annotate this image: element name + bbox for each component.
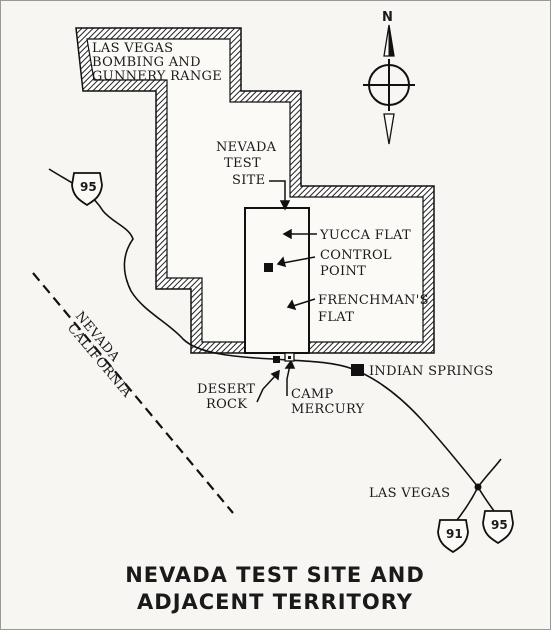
map-title-line1: NEVADA TEST SITE AND (125, 563, 425, 587)
us91-label: 91 (446, 527, 463, 541)
range-label-line3: GUNNERY RANGE (92, 69, 222, 84)
range-label-line2: BOMBING AND (92, 55, 201, 70)
us95-north-shield-icon: 95 (71, 172, 103, 207)
control-point-marker (264, 263, 273, 272)
compass-n-label: N (382, 10, 393, 25)
nts-label-line2: TEST (224, 156, 261, 171)
control-point-label-line2: POINT (320, 264, 366, 279)
las-vegas-marker (474, 483, 482, 491)
desert-rock-label-line1: DESERT (197, 382, 255, 397)
camp-mercury-label-line2: MERCURY (291, 402, 365, 417)
frenchman-flat-label-line1: FRENCHMAN'S (318, 293, 429, 308)
bombing-range-interior (86, 38, 424, 343)
nts-label-line3: SITE (232, 173, 265, 188)
nts-label-line1: NEVADA (216, 140, 277, 155)
frenchman-flat-label-line2: FLAT (318, 310, 354, 325)
us95-south-label: 95 (491, 518, 508, 532)
indian-springs-marker (351, 364, 364, 376)
control-point-label-line1: CONTROL (320, 248, 392, 263)
desert-rock-label-line2: ROCK (206, 397, 247, 412)
highway-us95 (48, 168, 479, 488)
camp-mercury-marker (284, 352, 295, 362)
las-vegas-label: LAS VEGAS (369, 486, 450, 501)
map-title-line2: ADJACENT TERRITORY (137, 590, 413, 614)
yucca-flat-label: YUCCA FLAT (319, 228, 411, 243)
range-label-line1: LAS VEGAS (92, 41, 173, 56)
nevada-test-site-boundary (244, 207, 310, 354)
us95-south-shield-icon: 95 (482, 510, 514, 545)
indian-springs-label: INDIAN SPRINGS (369, 364, 493, 379)
us95-north-label: 95 (80, 180, 97, 194)
us91-shield-icon: 91 (437, 519, 469, 554)
label-arrows (256, 180, 317, 403)
north-arrow-icon: N (363, 10, 415, 145)
desert-rock-marker (273, 356, 280, 363)
state-border-line (32, 272, 234, 514)
camp-mercury-label-line1: CAMP (291, 387, 334, 402)
